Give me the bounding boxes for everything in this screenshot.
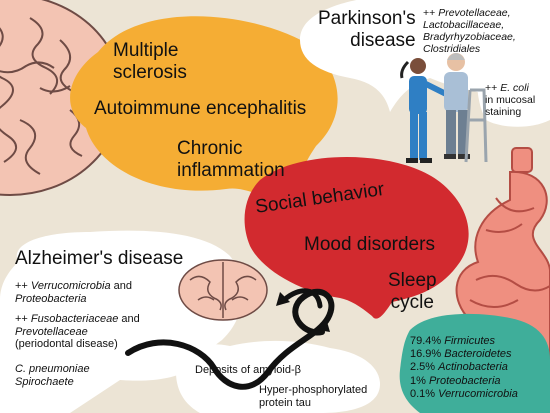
conjunction: and [110, 280, 133, 292]
parkinsons-bacteria-list: Prevotellaceae, Lactobacillaceae, Bradyr… [423, 7, 516, 56]
microbiome-row: 1% Proteobacteria [410, 375, 518, 388]
microbiome-list: 79.4% Firmicutes 16.9% Bacteroidetes 2.5… [410, 335, 518, 401]
taxon: Actinobacteria [438, 361, 508, 374]
prefix: ++ [15, 280, 31, 292]
percent: 2.5% [410, 361, 436, 374]
ecoli-name: E. coli [500, 82, 529, 94]
microbiome-row: 79.4% Firmicutes [410, 335, 518, 348]
percent: 1% [410, 374, 426, 387]
bacteria-prefix: ++ [423, 7, 439, 19]
brain-cross-section-icon [178, 259, 268, 321]
conjunction: and [118, 313, 140, 325]
mood-disorders-label: Mood disorders [304, 234, 435, 255]
parkinsons-tail [477, 57, 550, 127]
taxon-a: Verrucomicrobia [30, 280, 111, 292]
sleep-cycle-label: Sleep cycle [388, 270, 437, 313]
microbiome-row: 16.9% Bacteroidetes [410, 348, 518, 361]
microbiome-bubble [399, 313, 550, 413]
taxon-a: Fusobacteriaceae [30, 313, 119, 325]
percent: 79.4% [410, 335, 442, 347]
taxon: Verrucomicrobia [438, 387, 518, 400]
caregiver-patient-icon [400, 53, 488, 163]
taxon-b: Prevotellaceae [15, 325, 88, 338]
parkinsons-title: Parkinson's disease [318, 8, 416, 51]
parkinsons-bacteria: ++ Prevotellaceae, Lactobacillaceae, Bra… [423, 7, 516, 55]
amyloid-bubble [175, 340, 380, 413]
social-bubble [244, 156, 469, 319]
taxon: Bacteroidetes [444, 348, 512, 361]
tau-label: Hyper-phosphorylated protein tau [259, 384, 368, 409]
parkinsons-ecoli: ++ E. coli in mucosal staining [485, 82, 535, 118]
microbiome-row: 0.1% Verrucomicrobia [410, 388, 518, 401]
brain-icon [0, 0, 123, 196]
autoimmune-bubble [70, 16, 338, 207]
percent: 16.9% [410, 348, 442, 361]
chronic-inflammation-label: Chronic inflammation [177, 138, 285, 181]
prefix: ++ [15, 313, 31, 325]
autoimmune-encephalitis-label: Autoimmune encephalitis [94, 98, 307, 119]
taxon: Firmicutes [444, 335, 495, 347]
amyloid-label: Deposits of amyloid-β [195, 364, 301, 376]
alzheimers-bacteria-1: ++ Verrucomicrobia and Proteobacteria [15, 280, 132, 305]
microbiome-row: 2.5% Actinobacteria [410, 361, 518, 374]
multiple-sclerosis-label: Multiple sclerosis [113, 40, 187, 83]
taxon: Proteobacteria [428, 374, 501, 387]
taxon-b: Proteobacteria [15, 292, 87, 305]
alzheimers-pathogens: C. pneumoniae Spirochaete [15, 363, 90, 388]
periodontal-note: (periodontal disease) [15, 338, 118, 351]
ecoli-prefix: ++ [485, 82, 501, 94]
alzheimers-bacteria-2: ++ Fusobacteriaceae and Prevotellaceae (… [15, 313, 140, 351]
percent: 0.1% [410, 387, 436, 400]
alzheimers-title: Alzheimer's disease [15, 248, 184, 269]
curly-arrow-icon [125, 288, 335, 390]
ecoli-note: in mucosal staining [485, 94, 536, 119]
